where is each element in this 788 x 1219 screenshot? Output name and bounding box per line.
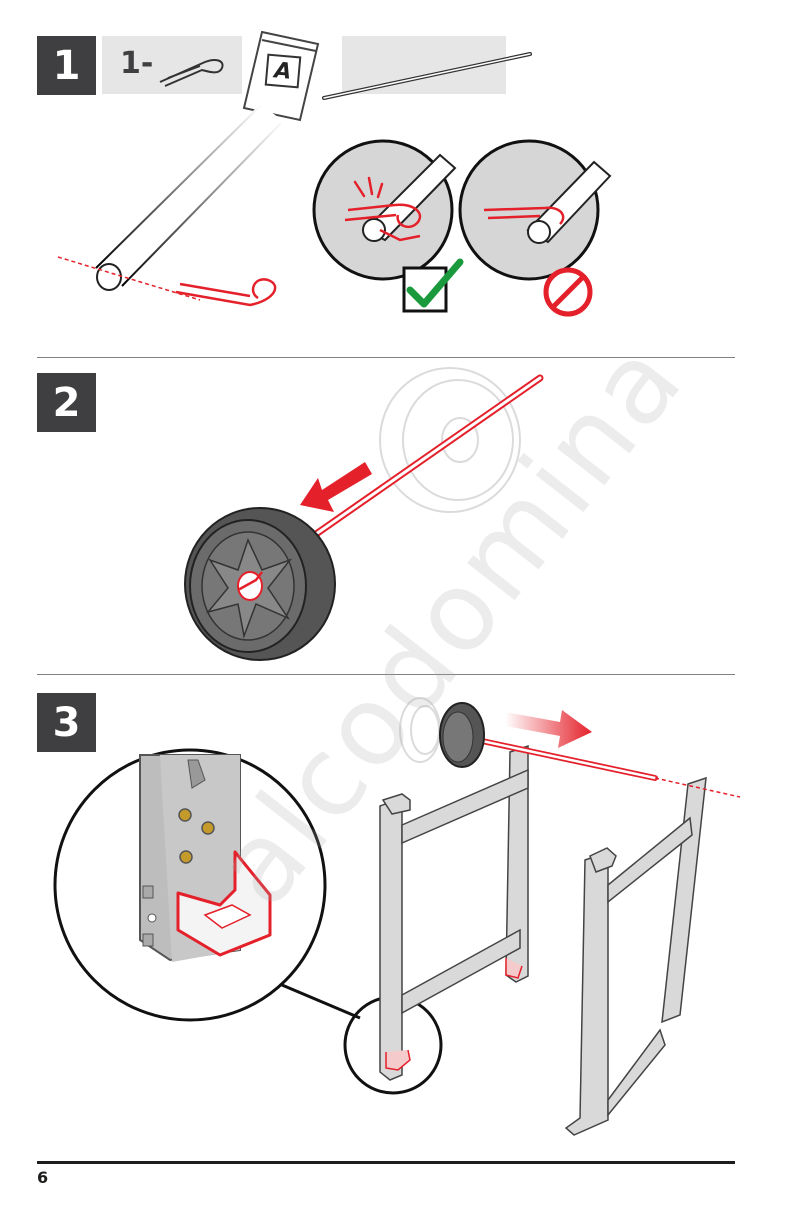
page-number: 6 bbox=[37, 1168, 48, 1187]
right-frame bbox=[566, 778, 706, 1135]
check-mark-icon bbox=[404, 262, 460, 311]
axle-rod-icon bbox=[324, 54, 530, 98]
incorrect-installation-circle bbox=[460, 141, 610, 279]
direction-arrow-right-icon bbox=[505, 710, 592, 748]
detail-connector-line bbox=[282, 985, 360, 1018]
axle-closeup bbox=[58, 104, 284, 305]
prohibited-icon bbox=[546, 270, 590, 314]
bracket-detail-circle bbox=[55, 750, 325, 1020]
wheel-small-ghost bbox=[400, 698, 440, 762]
wheel bbox=[185, 508, 335, 660]
correct-installation-circle bbox=[314, 141, 455, 279]
hairpin-clip-icon bbox=[160, 60, 223, 86]
wheel-small bbox=[440, 703, 484, 767]
left-frame bbox=[380, 746, 528, 1080]
parts-bag-label: A bbox=[265, 54, 302, 89]
footer-rule bbox=[37, 1161, 735, 1164]
